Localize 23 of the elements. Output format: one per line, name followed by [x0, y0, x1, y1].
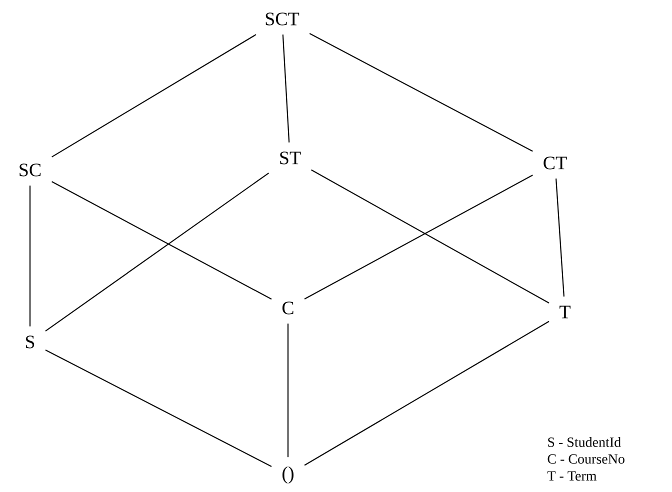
lattice-line	[52, 34, 256, 158]
legend-text: C - CourseNo	[548, 454, 624, 464]
lattice-line	[304, 320, 550, 466]
lattice-line	[556, 178, 565, 297]
legend-text: S - StudentId	[548, 437, 621, 447]
lattice-line	[311, 169, 550, 304]
node-label: C	[282, 302, 294, 314]
node-label: T	[560, 306, 570, 318]
lattice-line	[304, 174, 533, 300]
lattice-line	[52, 181, 272, 300]
lattice-line	[45, 349, 272, 467]
lattice-line	[287, 324, 289, 458]
lattice-line	[282, 34, 290, 142]
lattice-line	[29, 186, 31, 326]
lattice-line	[309, 33, 533, 152]
node-label: ()	[282, 466, 294, 484]
node-label: SCT	[266, 12, 300, 26]
node-label: ST	[280, 152, 301, 164]
node-label: S	[26, 336, 34, 348]
lattice-line	[45, 172, 270, 332]
node-label: SC	[20, 164, 41, 176]
node-label: CT	[544, 156, 567, 170]
legend-text: T - Term	[547, 471, 597, 481]
